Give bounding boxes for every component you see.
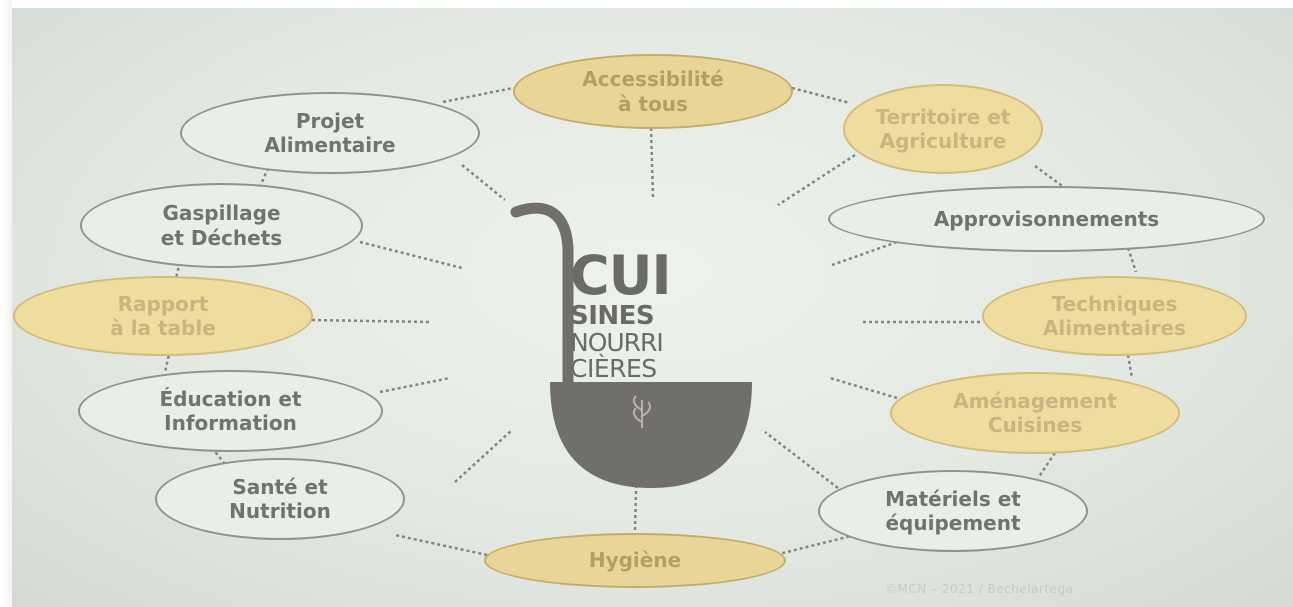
topic-approvisionnements: Approvisonnements [828,186,1265,252]
topic-education: Éducation et Information [78,370,383,452]
ring-connector [1034,164,1066,190]
topic-label: Santé et Nutrition [229,474,331,523]
ladle-bowl [550,382,752,488]
spoke-connector [633,451,639,531]
ring-connector [442,86,514,104]
spoke-connector [461,164,506,201]
ring-connector [774,533,856,557]
ladle-icon [510,202,752,488]
spoke-connector [649,127,655,199]
photo-edge [0,0,1293,8]
topic-label: Aménagement Cuisines [953,388,1117,437]
spoke-connector [829,376,898,400]
spoke-connector [359,240,463,270]
topic-accessibilite: Accessibilité à tous [513,54,793,129]
topic-label: Rapport à la table [110,291,216,340]
topic-label: Techniques Alimentaires [1042,291,1187,340]
ring-connector [1126,354,1134,379]
topic-amenagement: Aménagement Cuisines [890,372,1180,454]
ring-connector [791,86,851,105]
topic-label: Hygiène [588,548,682,573]
photo-edge [0,0,12,607]
topic-label: Éducation et Information [159,386,302,435]
spoke-connector [454,429,513,483]
topic-label: Projet Alimentaire [264,108,396,157]
ring-connector [1036,452,1057,479]
spoke-connector [379,376,451,394]
logo-line: SINES [570,301,655,331]
topic-rapport: Rapport à la table [13,276,313,356]
spoke-connectors [311,127,980,531]
logo-line: CUI [570,244,672,307]
spoke-connector [764,431,839,489]
logo-line: CIÈRES [570,354,657,383]
topic-hygiene: Hygiène [484,533,786,588]
topic-label: Matériels et équipement [885,486,1021,535]
ladle-handle [510,202,574,394]
ring-connector [394,533,488,557]
copyright-credit: ©MCN – 2021 / Bechelartega [885,582,1074,596]
ring-connector [1126,247,1138,273]
spoke-connector [831,240,898,267]
topic-territoire: Territoire et Agriculture [843,84,1043,174]
topic-projet: Projet Alimentaire [180,92,480,174]
logo-wordmark: CUI SINES NOURRI CIÈRES [570,244,730,383]
ring-connector [163,349,172,373]
spoke-connector [777,153,856,207]
topic-sante: Santé et Nutrition [155,458,405,540]
leaf-icon [633,395,651,428]
topic-techniques: Techniques Alimentaires [982,276,1247,356]
spoke-connector [311,318,431,324]
topic-label: Approvisonnements [933,206,1160,231]
topic-gaspillage: Gaspillage et Déchets [80,183,363,268]
topic-materiels: Matériels et équipement [818,470,1088,552]
logo-line: NOURRI [570,328,664,357]
topic-label: Territoire et Agriculture [875,104,1011,153]
topic-label: Accessibilité à tous [582,67,724,116]
topic-label: Gaspillage et Déchets [160,201,283,250]
ring-connectors [163,86,1138,557]
